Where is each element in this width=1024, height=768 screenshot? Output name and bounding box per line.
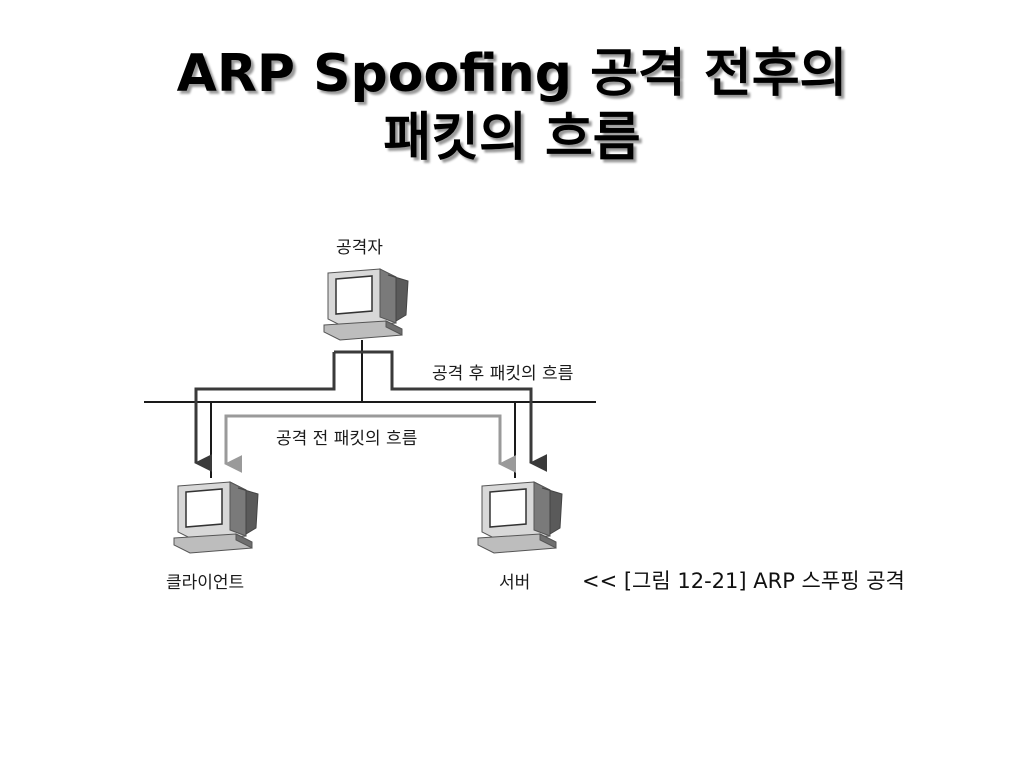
- attacker-computer-icon: [323, 268, 409, 341]
- after-attack-flow-server: [334, 350, 548, 472]
- title-line-2: 패킷의 흐름: [383, 108, 641, 168]
- before-attack-flow: [224, 414, 502, 463]
- figure-caption: << [그림 12-21] ARP 스푸핑 공격: [582, 569, 905, 593]
- client-label: 클라이언트: [166, 573, 245, 593]
- after-attack-flow-client: [194, 352, 336, 472]
- server-computer-icon: [477, 481, 563, 554]
- after-attack-flow-label: 공격 후 패킷의 흐름: [432, 364, 574, 384]
- title-line-1: ARP Spoofing 공격 전후의: [176, 44, 848, 104]
- server-label: 서버: [499, 573, 531, 593]
- before-attack-flow-label: 공격 전 패킷의 흐름: [276, 429, 418, 449]
- attacker-label: 공격자: [336, 238, 383, 258]
- client-computer-icon: [173, 481, 259, 554]
- slide-title: ARP Spoofing 공격 전후의 패킷의 흐름: [0, 42, 1024, 170]
